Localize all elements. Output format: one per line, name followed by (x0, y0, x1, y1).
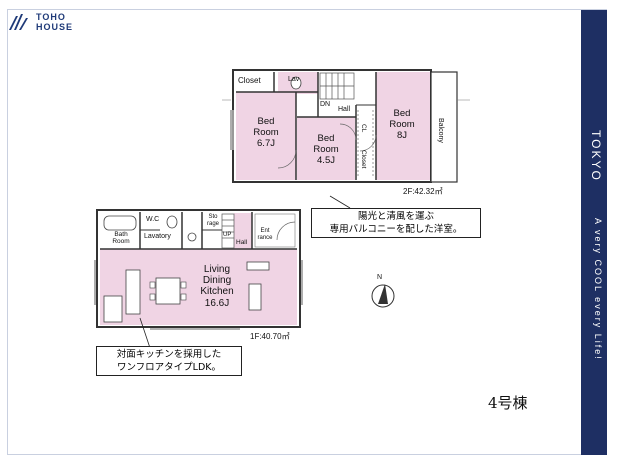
floor2-area: 2F:42.32㎡ (403, 187, 443, 196)
stairs-2f (319, 72, 355, 100)
bed1-size: 6.7J (257, 138, 275, 149)
bed3-name: Bed Room (389, 108, 415, 130)
toilet-1f-icon (166, 215, 178, 229)
floor-plan-drawing (94, 69, 470, 349)
bed1-name: Bed Room (253, 116, 279, 138)
sidebar-city: TOKYO (589, 130, 603, 182)
hall-2f-label: Hall (338, 106, 351, 113)
bath-label: Bath Room (112, 231, 130, 245)
callout-leader-2f (329, 195, 351, 209)
brand-line1: TOHO (36, 12, 66, 22)
cl-label: CL (360, 124, 367, 133)
up-label: UP (223, 232, 232, 238)
brand-logo: TOHO HOUSE (8, 12, 73, 32)
callout-balcony-note: 陽光と清風を運ぶ 専用バルコニーを配した洋室。 (311, 208, 481, 238)
floor1-area: 1F:40.70㎡ (250, 332, 290, 341)
bed2-size: 4.5J (317, 155, 335, 166)
sidebar-band: TOKYO A very COOL every Life! (581, 10, 607, 455)
compass-label: N (377, 274, 383, 281)
bedroom-4-5-fill (297, 117, 355, 180)
dn-label: DN (320, 101, 331, 108)
bathtub-icon (103, 215, 137, 231)
sofa (248, 283, 262, 311)
compass-icon (371, 284, 395, 308)
balcony-area (430, 71, 458, 183)
lav-2f-label: Lav (288, 76, 300, 83)
closet-side-label: Closet (360, 150, 367, 169)
bedroom-6-7-fill (236, 92, 296, 180)
toilet-2f-icon (290, 76, 302, 90)
closet-top-label: Closet (238, 76, 261, 85)
brand-line2: HOUSE (36, 22, 74, 32)
callout-kitchen-note: 対面キッチンを採用した ワンフロアタイプLDK。 (96, 346, 242, 376)
ldk-name: Living Dining Kitchen (200, 264, 234, 297)
hall-1f-fill (234, 213, 252, 249)
toho-house-logo-icon (9, 14, 28, 30)
tv-board (246, 261, 270, 271)
lavatory-label: Lavatory (144, 233, 171, 240)
basin-icon (187, 232, 197, 242)
sidebar-slogan: A very COOL every Life! (593, 218, 603, 361)
callout-leader-1f (139, 317, 151, 349)
dining-table (155, 277, 181, 305)
fridge-area (103, 295, 123, 323)
ldk-size: 16.6J (204, 298, 230, 309)
balcony-label: Balcony (437, 118, 444, 143)
floor1-plan (94, 209, 303, 330)
hall-1f-label: Hall (236, 239, 248, 246)
kitchen-counter (125, 269, 141, 315)
bed3-size: 8J (396, 130, 408, 141)
entrance-area (254, 213, 296, 248)
building-number: 4号棟 (488, 394, 528, 412)
wc-label: W.C (146, 216, 160, 223)
storage-label: Sto rage (206, 214, 219, 227)
bedroom-8-fill (376, 72, 430, 180)
stairs-1f (221, 213, 235, 249)
bed2-name: Bed Room (313, 133, 339, 155)
floor2-plan (222, 69, 470, 183)
entrance-label: Ent rance (257, 228, 273, 241)
